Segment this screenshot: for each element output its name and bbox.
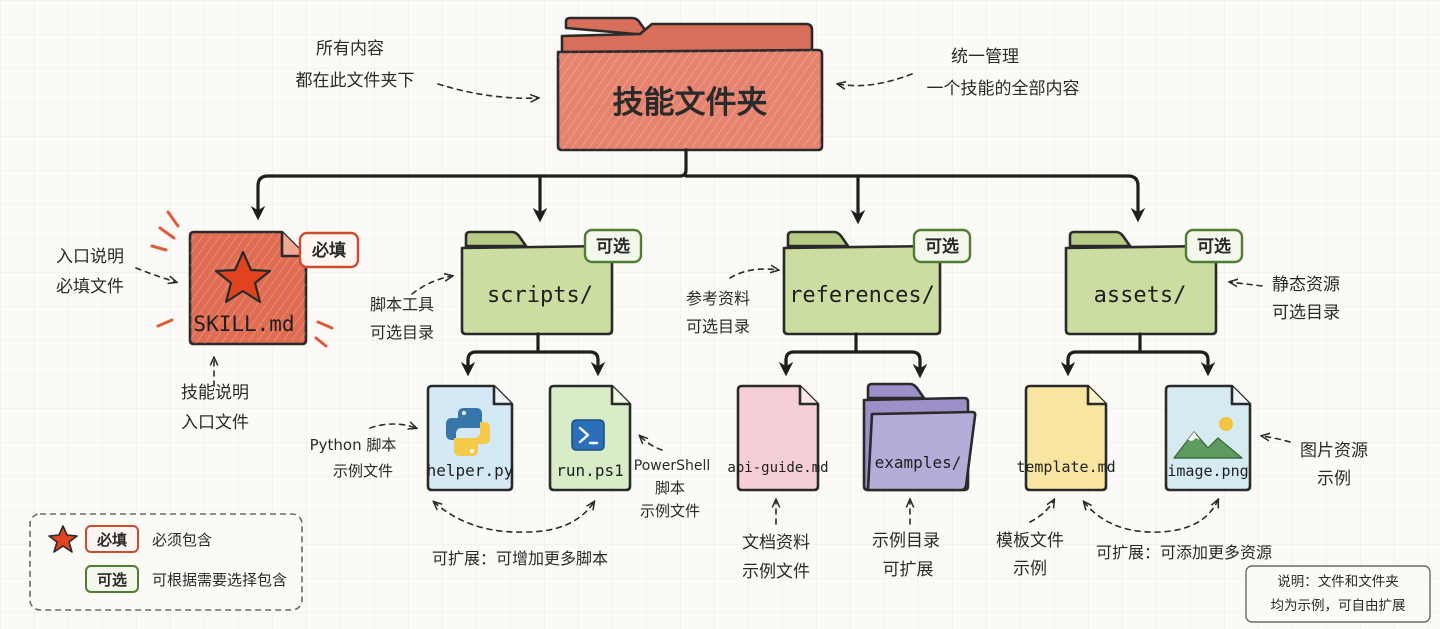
scripts-note-line1: 脚本工具: [370, 295, 434, 314]
footnote-line1: 说明：文件和文件夹: [1277, 574, 1399, 590]
skill-file: SKILL.md: [150, 210, 334, 348]
assets-note-line1: 静态资源: [1272, 275, 1340, 295]
image-note-arrow: [1262, 436, 1291, 443]
assets-optional-badge: 可选: [1184, 228, 1244, 264]
references-badge-label: 可选: [925, 237, 959, 257]
references-note-line2: 可选目录: [686, 317, 750, 336]
skill-required-badge: 必填: [298, 231, 360, 269]
template-file: template.md: [1016, 384, 1116, 492]
run-ps1-note-arrow: [640, 436, 663, 451]
scripts-folder-label: scripts/: [487, 283, 593, 308]
skill-note-below-line2: 入口文件: [181, 413, 249, 433]
skill-note-below-line1: 技能说明: [181, 383, 249, 403]
skill-filename: SKILL.md: [193, 312, 294, 336]
assets-extend-text: 可扩展：可添加更多资源: [1096, 543, 1272, 562]
assets-connectors: [1060, 332, 1216, 377]
powershell-icon: [571, 419, 605, 451]
skill-note-left-arrow: [135, 267, 176, 282]
helper-py-filename: helper.py: [427, 461, 514, 480]
scripts-extend-text: 可扩展：可增加更多脚本: [432, 549, 608, 568]
run-ps1-file: run.ps1: [548, 384, 632, 492]
references-folder: references/: [782, 230, 942, 336]
examples-folder-label: examples/: [875, 453, 962, 472]
helper-py-note-arrow: [369, 424, 416, 428]
examples-note-line1: 示例目录: [872, 531, 940, 551]
helper-py-file: helper.py: [427, 384, 514, 492]
template-note-line1: 模板文件: [996, 531, 1064, 551]
references-note-arrow: [729, 269, 778, 279]
references-note-line1: 参考资料: [686, 289, 750, 308]
assets-folder: assets/: [1064, 230, 1218, 336]
api-guide-note-line1: 文档资料: [742, 533, 810, 553]
image-filename: image.png: [1167, 462, 1248, 480]
helper-py-note-line2: 示例文件: [333, 462, 393, 480]
root-note-right-arrow: [838, 73, 913, 86]
legend: 必填 必须包含 可选 可根据需要选择包含: [29, 513, 303, 611]
skill-note-left-line2: 必填文件: [56, 277, 124, 297]
image-note-line1: 图片资源: [1300, 441, 1368, 461]
template-filename: template.md: [1016, 458, 1115, 476]
assets-folder-label: assets/: [1094, 283, 1187, 308]
root-note-left-line1: 所有内容: [316, 39, 384, 59]
legend-optional-text: 可根据需要选择包含: [152, 571, 287, 589]
scripts-optional-badge: 可选: [583, 228, 643, 264]
footnote-line2: 均为示例，可自由扩展: [1271, 598, 1406, 614]
root-note-right-line2: 一个技能的全部内容: [927, 79, 1080, 99]
scripts-extend-arrow: [434, 502, 594, 533]
assets-note-arrow: [1230, 282, 1263, 286]
root-folder: 技能文件夹: [556, 16, 824, 152]
assets-badge-label: 可选: [1197, 237, 1231, 257]
footnote: 说明：文件和文件夹 均为示例，可自由扩展: [1245, 565, 1431, 623]
legend-required-text: 必须包含: [152, 531, 212, 549]
run-ps1-note-line3: 示例文件: [640, 502, 700, 520]
scripts-note-arrow: [411, 276, 452, 295]
root-connectors: [250, 148, 1146, 225]
scripts-folder: scripts/: [460, 230, 614, 336]
template-note-arrow: [1029, 500, 1054, 523]
star-icon: [214, 250, 272, 304]
run-ps1-note-line2: 脚本: [655, 479, 685, 497]
image-icon: [1173, 417, 1243, 459]
scripts-connectors: [460, 332, 606, 377]
run-ps1-filename: run.ps1: [556, 461, 623, 480]
root-note-left-line2: 都在此文件夹下: [296, 71, 415, 91]
template-note-line2: 示例: [1013, 559, 1047, 579]
references-connectors: [778, 332, 928, 379]
api-guide-file: api-guide.md: [727, 384, 829, 492]
root-note-left-arrow: [437, 83, 538, 98]
root-note-right-line1: 统一管理: [951, 47, 1019, 67]
legend-optional-badge: 可选: [97, 571, 127, 589]
api-guide-filename: api-guide.md: [727, 460, 828, 476]
skill-note-left-line1: 入口说明: [56, 247, 124, 267]
assets-extend-arrow: [1084, 500, 1218, 533]
references-optional-badge: 可选: [912, 228, 972, 264]
examples-folder: examples/: [862, 382, 977, 492]
run-ps1-note-line1: PowerShell: [634, 458, 710, 474]
image-file: image.png: [1164, 384, 1252, 492]
skill-badge-label: 必填: [311, 240, 346, 261]
legend-required-badge: 必填: [96, 531, 127, 549]
helper-py-note-line1: Python 脚本: [310, 436, 397, 454]
api-guide-note-line2: 示例文件: [742, 562, 810, 582]
references-folder-label: references/: [789, 283, 935, 308]
legend-star-icon: [48, 525, 78, 553]
scripts-note-line2: 可选目录: [370, 323, 434, 342]
image-note-line2: 示例: [1317, 469, 1351, 489]
python-icon: [446, 408, 490, 456]
emphasis-marks: [150, 210, 334, 348]
scripts-badge-label: 可选: [596, 237, 630, 257]
assets-note-line2: 可选目录: [1272, 303, 1340, 323]
root-folder-label: 技能文件夹: [613, 85, 768, 121]
examples-note-line2: 可扩展: [883, 560, 934, 580]
